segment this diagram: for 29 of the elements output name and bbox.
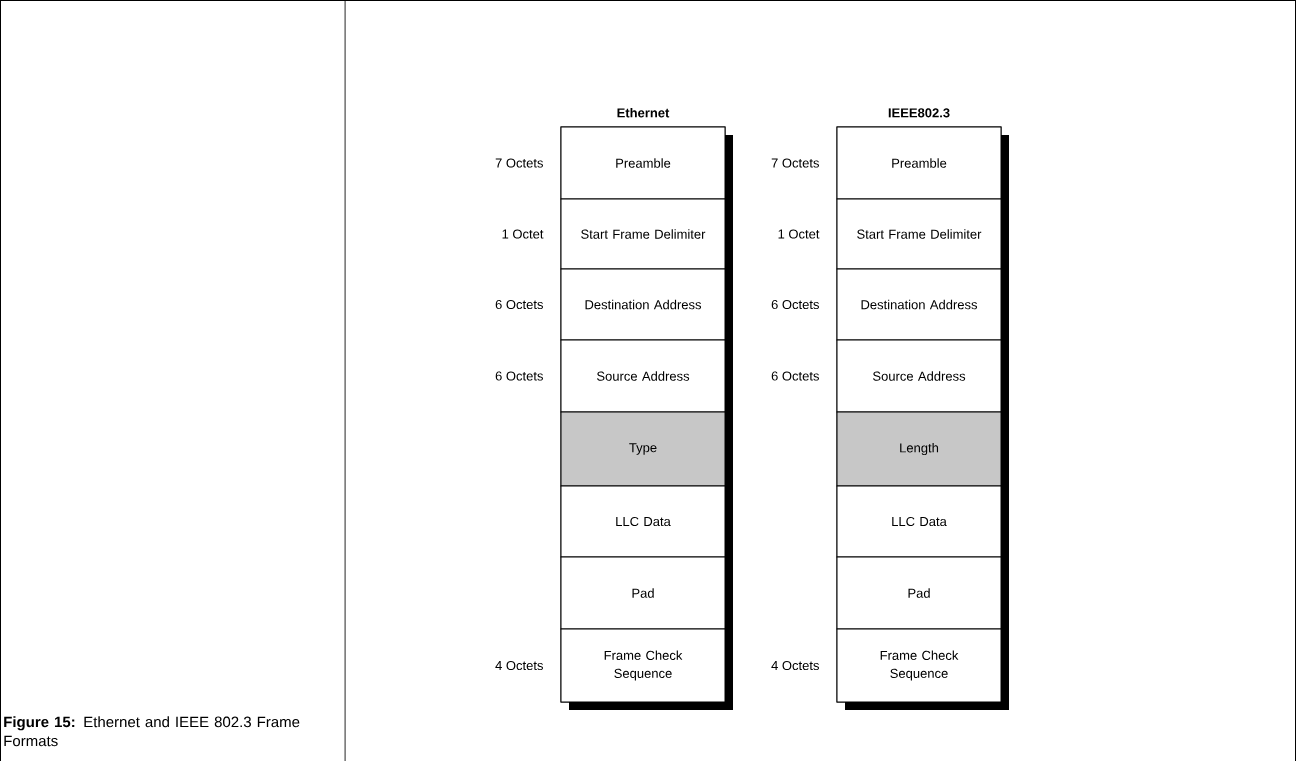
octet-label: 1 Octet xyxy=(502,229,544,239)
field-cell: Destination Address xyxy=(836,268,1002,341)
octet-label: 4 Octets xyxy=(495,660,543,671)
field-cell: Pad xyxy=(836,556,1002,630)
octet-label: 4 Octets xyxy=(771,660,819,671)
octet-label: 6 Octets xyxy=(771,371,819,381)
octet-label: 6 Octets xyxy=(495,299,543,310)
column-heading: IEEE802.3 xyxy=(888,108,950,118)
field-cell: Length xyxy=(836,411,1002,487)
field-cell: LLC Data xyxy=(560,485,726,558)
column-heading: Ethernet xyxy=(617,107,670,118)
field-cell: Frame Check Sequence xyxy=(560,628,726,703)
octet-label: 6 Octets xyxy=(495,371,543,381)
field-cell: Destination Address xyxy=(560,268,726,341)
field-cell: Preamble xyxy=(560,126,726,200)
field-cell: Type xyxy=(560,411,726,487)
field-cell: Start Frame Delimiter xyxy=(836,198,1002,270)
field-cell: Start Frame Delimiter xyxy=(560,198,726,270)
field-cell: Pad xyxy=(560,556,726,630)
octet-label: 1 Octet xyxy=(778,229,820,239)
field-cell: Source Address xyxy=(560,339,726,413)
field-cell: Preamble xyxy=(836,126,1002,200)
octet-label: 6 Octets xyxy=(771,299,819,310)
field-cell: Source Address xyxy=(836,339,1002,413)
figure-caption: Figure 15: Ethernet and IEEE 802.3 Frame Formats xyxy=(4,716,300,747)
octet-label: 7 Octets xyxy=(495,158,543,168)
field-cell: Frame Check Sequence xyxy=(836,628,1002,703)
octet-label: 7 Octets xyxy=(771,158,819,168)
field-cell: LLC Data xyxy=(836,485,1002,558)
